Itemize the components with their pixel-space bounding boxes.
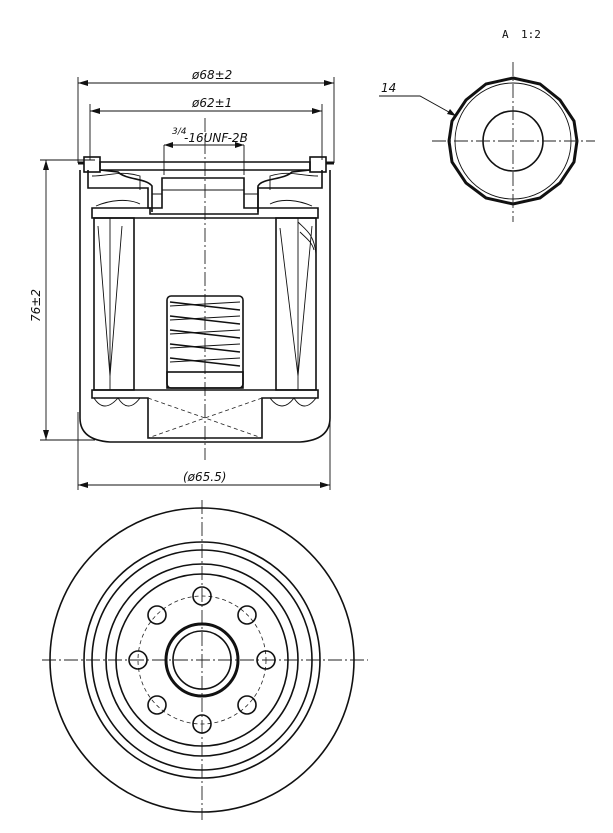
thread-fraction: 3/4 <box>172 127 187 137</box>
dim-body-diameter: (ø65.5) <box>183 470 226 484</box>
leader-arrowhead <box>447 109 456 116</box>
center-bore-inner <box>172 630 232 690</box>
view-label: A <box>502 28 509 41</box>
gasket-left <box>83 156 101 173</box>
spring-coils <box>169 301 241 367</box>
thread-spec: -16UNF-2B <box>184 131 248 145</box>
bottom-view <box>42 500 368 820</box>
dim-outer-diameter: ø68±2 <box>191 68 232 82</box>
gasket-ring-mid <box>91 549 313 771</box>
leader-line <box>379 95 457 117</box>
gasket-right <box>309 156 327 173</box>
center-bore-outer <box>164 622 240 698</box>
spring-seat <box>166 371 244 389</box>
housing-shell <box>79 170 331 443</box>
view-scale: 1:2 <box>521 28 541 41</box>
detail-view-a: A 1:2 14 <box>379 28 595 222</box>
hole-pitch-circle <box>137 595 267 725</box>
dim-height: 76±2 <box>29 289 43 322</box>
gasket-ring-outer <box>83 541 321 779</box>
flow-holes <box>128 586 276 734</box>
threaded-plate <box>87 170 323 209</box>
plate-ring <box>115 573 289 747</box>
dim-gasket-diameter: ø62±1 <box>191 96 232 110</box>
outer-rim <box>49 507 355 813</box>
gasket-ring-inner <box>105 563 299 757</box>
media-left <box>93 217 135 391</box>
leader-number: 14 <box>381 81 396 95</box>
section-view: ø68±2 ø62±1 3/4 -16UNF-2B 76±2 (ø65.5) <box>29 68 335 490</box>
end-cap-top <box>91 207 319 219</box>
